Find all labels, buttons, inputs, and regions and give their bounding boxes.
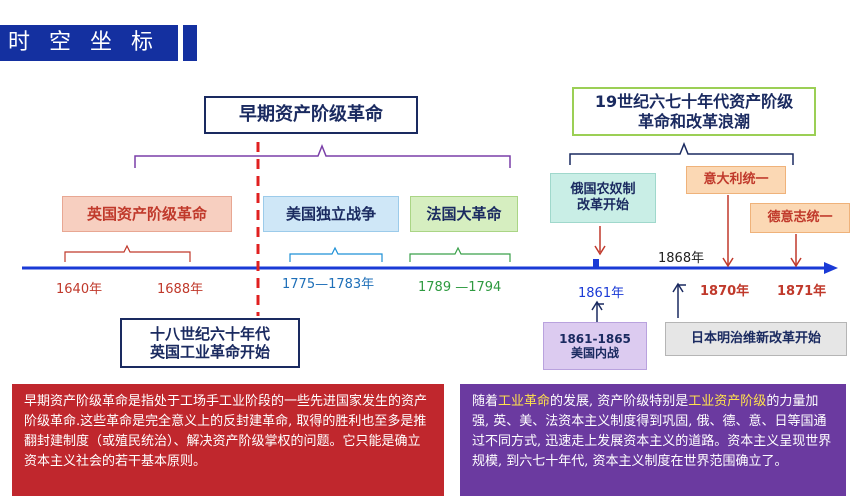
year-1861: 1861年 xyxy=(578,286,625,301)
event-england-revolution: 英国资产阶级革命 xyxy=(62,196,232,232)
late-era-brace xyxy=(569,141,794,165)
highlight-industrial-bourgeoisie: 工业资产阶级 xyxy=(688,394,767,409)
highlight-industrial-revolution: 工业革命 xyxy=(498,394,551,409)
desc-text: 的力量加强, 英、美、法资本主义制度得到巩固, 俄、德、意、日等国通过不同方式,… xyxy=(472,394,832,470)
year-1871: 1871年 xyxy=(777,284,827,299)
title-accent-bar xyxy=(183,25,197,61)
late-revolution-description: 随着工业革命的发展, 资产阶级特别是工业资产阶级的力量加强, 英、美、法资本主义… xyxy=(460,384,846,496)
industry-line2: 英国工业革命开始 xyxy=(149,343,270,361)
year-1640: 1640年 xyxy=(56,282,103,297)
event-french-revolution: 法国大革命 xyxy=(410,196,518,232)
page-title: 时 空 坐 标 xyxy=(0,25,178,61)
year-1870: 1870年 xyxy=(700,284,750,299)
event-meiji-restoration: 日本明治维新改革开始 xyxy=(665,322,847,356)
early-era-brace xyxy=(134,143,511,168)
event-germany-unification: 德意志统一 xyxy=(750,203,850,233)
england-brace xyxy=(64,244,191,262)
desc-text: 随着 xyxy=(472,394,499,409)
event-russia-reform: 俄国农奴制 改革开始 xyxy=(550,173,656,223)
era-late-revolutions: 19世纪六七十年代资产阶级 革命和改革浪潮 xyxy=(572,87,816,136)
industry-line1: 十八世纪六十年代 xyxy=(149,325,270,343)
year-1789: 1789 —1794 xyxy=(418,280,502,295)
event-industrial-revolution: 十八世纪六十年代 英国工业革命开始 xyxy=(120,318,300,368)
marker-1861 xyxy=(593,259,599,269)
year-1868: 1868年 xyxy=(658,251,705,266)
year-1688: 1688年 xyxy=(157,282,204,297)
timeline-arrowhead xyxy=(824,262,838,274)
event-italy-unification: 意大利统一 xyxy=(686,166,786,194)
russia-line1: 俄国农奴制 xyxy=(570,182,636,198)
era-late-line2: 革命和改革浪潮 xyxy=(637,111,750,131)
france-brace xyxy=(409,246,511,262)
desc-text: 的发展, 资产阶级特别是 xyxy=(550,394,689,409)
event-american-independence: 美国独立战争 xyxy=(263,196,399,232)
era-early-revolutions: 早期资产阶级革命 xyxy=(204,96,418,134)
russia-line2: 改革开始 xyxy=(576,198,629,213)
event-us-civil-war: 1861-1865 美国内战 xyxy=(543,322,647,370)
year-1775: 1775—1783年 xyxy=(282,277,375,292)
era-late-line1: 19世纪六七十年代资产阶级 xyxy=(594,92,794,112)
early-revolution-description: 早期资产阶级革命是指处于工场手工业阶段的一些先进国家发生的资产阶级革命.这些革命… xyxy=(12,384,444,496)
uscivil-name: 美国内战 xyxy=(570,346,619,360)
uscivil-arrow xyxy=(596,303,604,322)
uscivil-years: 1861-1865 xyxy=(559,331,631,346)
america-brace xyxy=(289,246,383,262)
